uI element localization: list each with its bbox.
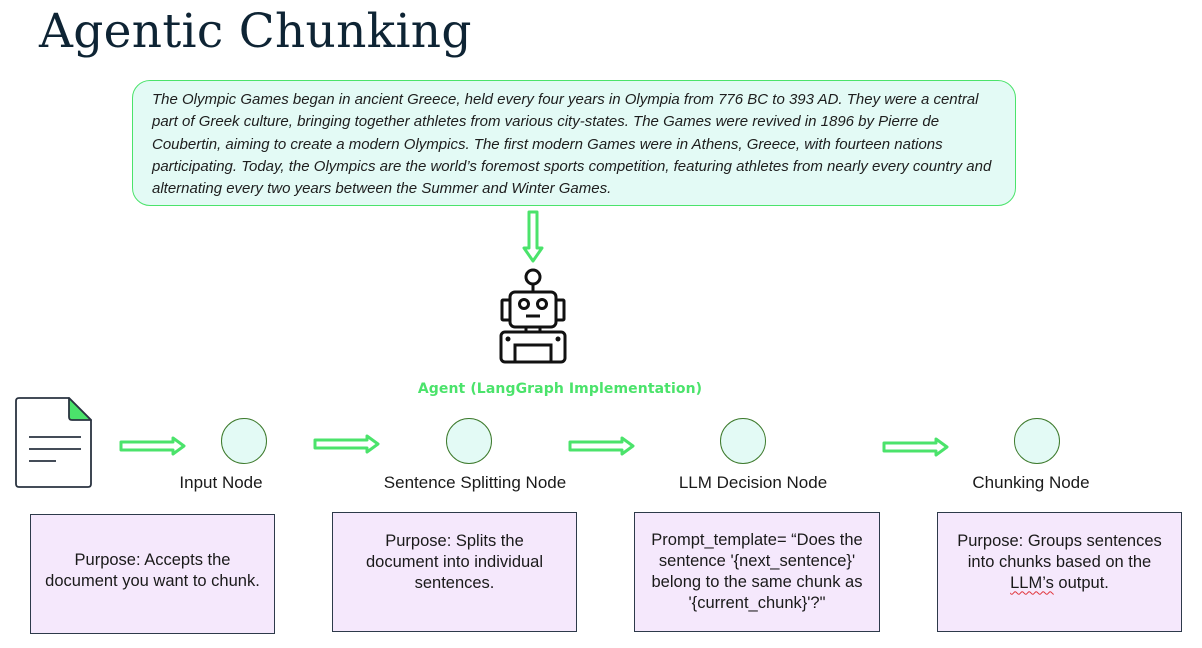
llm-decision-node-purpose-box: Prompt_template= “Does the sentence '{ne… [634, 512, 880, 632]
agent-label: Agent (LangGraph Implementation) [417, 381, 703, 397]
llm-decision-node-prompt-template: Prompt_template= “Does the sentence '{ne… [651, 531, 863, 612]
right-arrow-icon [119, 436, 186, 456]
robot-icon [499, 268, 567, 364]
chunking-node-purpose-text: Purpose: Groups sentences into chunks ba… [957, 531, 1162, 571]
input-node-purpose: Purpose: Accepts the document you want t… [45, 551, 260, 590]
sentence-splitting-node-purpose: Purpose: Splits the document into indivi… [365, 531, 544, 592]
right-arrow-icon [882, 437, 949, 457]
right-arrow-icon [568, 436, 635, 456]
sentence-splitting-node-circle[interactable] [446, 418, 492, 464]
chunking-node-circle[interactable] [1014, 418, 1060, 464]
right-arrow-icon [313, 434, 380, 454]
page-title: Agentic Chunking [39, 4, 472, 59]
input-node-purpose-box: Purpose: Accepts the document you want t… [30, 514, 275, 634]
source-text: The Olympic Games began in ancient Greec… [152, 91, 992, 198]
chunking-node-purpose: Purpose: Groups sentences into chunks ba… [952, 531, 1167, 594]
input-node-circle[interactable] [221, 418, 267, 464]
chunking-node-purpose-box: Purpose: Groups sentences into chunks ba… [937, 512, 1182, 632]
chunking-node-label: Chunking Node [972, 473, 1090, 492]
input-node-label: Input Node [179, 473, 263, 492]
spellcheck-flagged-word[interactable]: LLM’s [1010, 573, 1054, 592]
sentence-splitting-node-label: Sentence Splitting Node [383, 473, 567, 492]
chunking-node-purpose-text-end: output. [1053, 573, 1109, 592]
sentence-splitting-node-purpose-box: Purpose: Splits the document into indivi… [332, 512, 577, 632]
llm-decision-node-label: LLM Decision Node [678, 473, 828, 492]
source-text-box: The Olympic Games began in ancient Greec… [132, 80, 1016, 206]
down-arrow-icon [522, 210, 544, 263]
document-icon [15, 397, 92, 488]
llm-decision-node-circle[interactable] [720, 418, 766, 464]
